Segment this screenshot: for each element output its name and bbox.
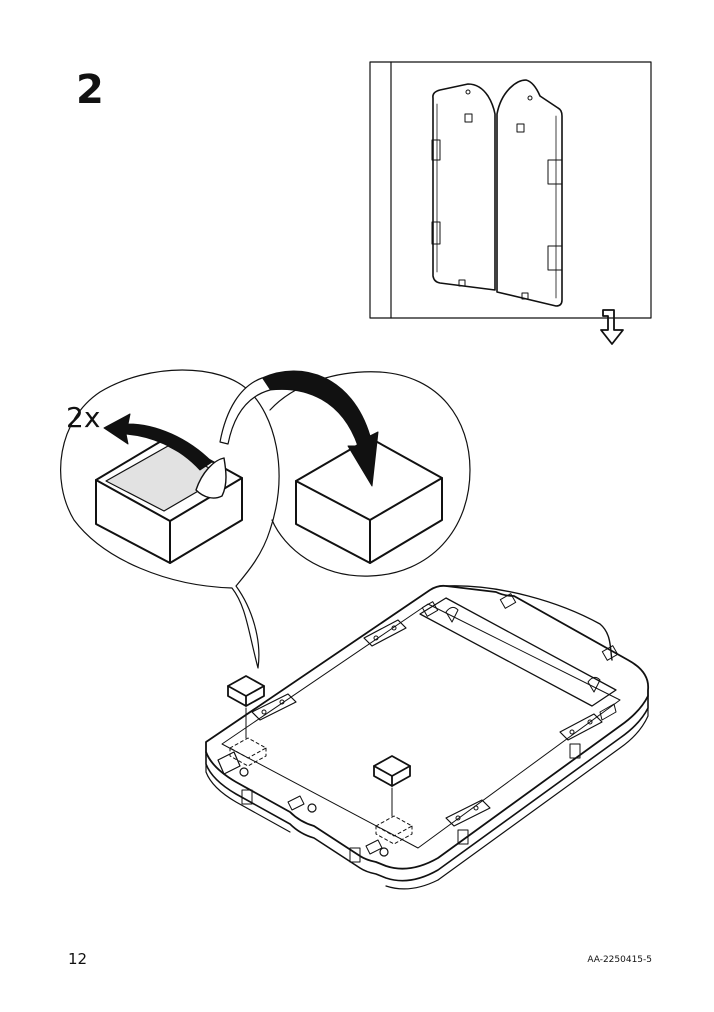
quantity-label: 2x (66, 401, 101, 434)
detail-callout-right (269, 371, 471, 577)
detail-callout-left (60, 369, 280, 669)
attach-arrow-icon (261, 370, 379, 487)
page-number: 12 (68, 950, 88, 968)
pad-left (227, 675, 267, 767)
turn-over-arrow-icon (600, 309, 624, 345)
peel-arrow-icon (103, 413, 213, 471)
adhesive-block-left (95, 436, 243, 564)
document-code: AA-2250415-5 (587, 955, 652, 965)
step-number: 2 (76, 67, 104, 113)
inset-folded-panel (369, 61, 652, 319)
pad-center (373, 755, 413, 845)
panel-back-view (205, 584, 650, 890)
